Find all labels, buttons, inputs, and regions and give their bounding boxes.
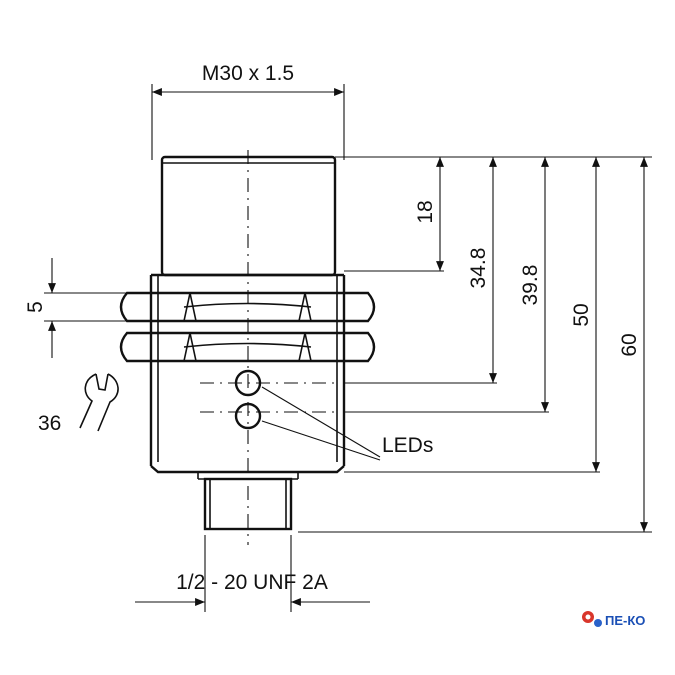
thread-dimension-bottom: 1/2 - 20 UNF 2A xyxy=(135,535,370,612)
wrench-size-label: 36 xyxy=(38,412,61,435)
dim-39-8: 39.8 xyxy=(519,265,542,306)
dim-18: 18 xyxy=(414,200,437,223)
nut-thickness-label: 5 xyxy=(24,301,47,313)
leds-label: LEDs xyxy=(382,434,433,457)
logo-text: ПЕ-КО xyxy=(605,613,645,628)
nut-lower xyxy=(119,331,376,363)
thread-dimension-top: M30 x 1.5 xyxy=(151,62,345,160)
dim-34-8: 34.8 xyxy=(467,248,490,289)
thread-top-label: M30 x 1.5 xyxy=(202,62,294,85)
dim-60: 60 xyxy=(618,333,641,356)
nut-thickness-dimension: 5 xyxy=(24,258,127,358)
connector xyxy=(197,472,299,531)
company-logo: ПЕ-КО xyxy=(582,611,645,628)
dim-50: 50 xyxy=(570,303,593,326)
nut-upper xyxy=(119,291,376,323)
led-indicators: LEDs xyxy=(200,369,433,461)
led-1 xyxy=(234,369,262,397)
height-dimensions: 18 34.8 39.8 50 60 xyxy=(298,156,652,533)
wrench-icon: 36 xyxy=(38,373,119,435)
thread-bottom-label: 1/2 - 20 UNF 2A xyxy=(176,571,328,594)
led-2 xyxy=(234,402,262,430)
